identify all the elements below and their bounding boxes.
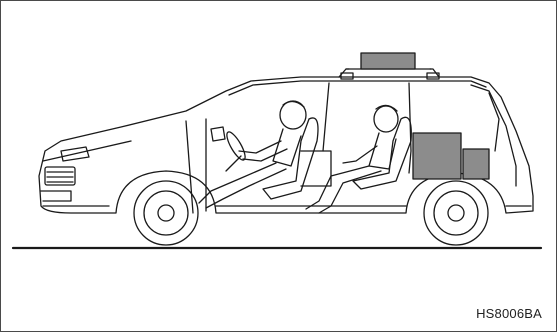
roof-cargo-box [361,53,415,69]
large-cargo-box [413,133,461,179]
driver-figure [199,101,318,208]
passenger-figure [306,105,411,213]
roof-cargo [339,53,439,79]
figure-code: HS8006BA [476,306,542,321]
front-wheel [134,181,198,245]
rear-wheel [424,181,488,245]
rear-cargo-boxes [413,133,489,179]
small-cargo-box [463,149,489,179]
